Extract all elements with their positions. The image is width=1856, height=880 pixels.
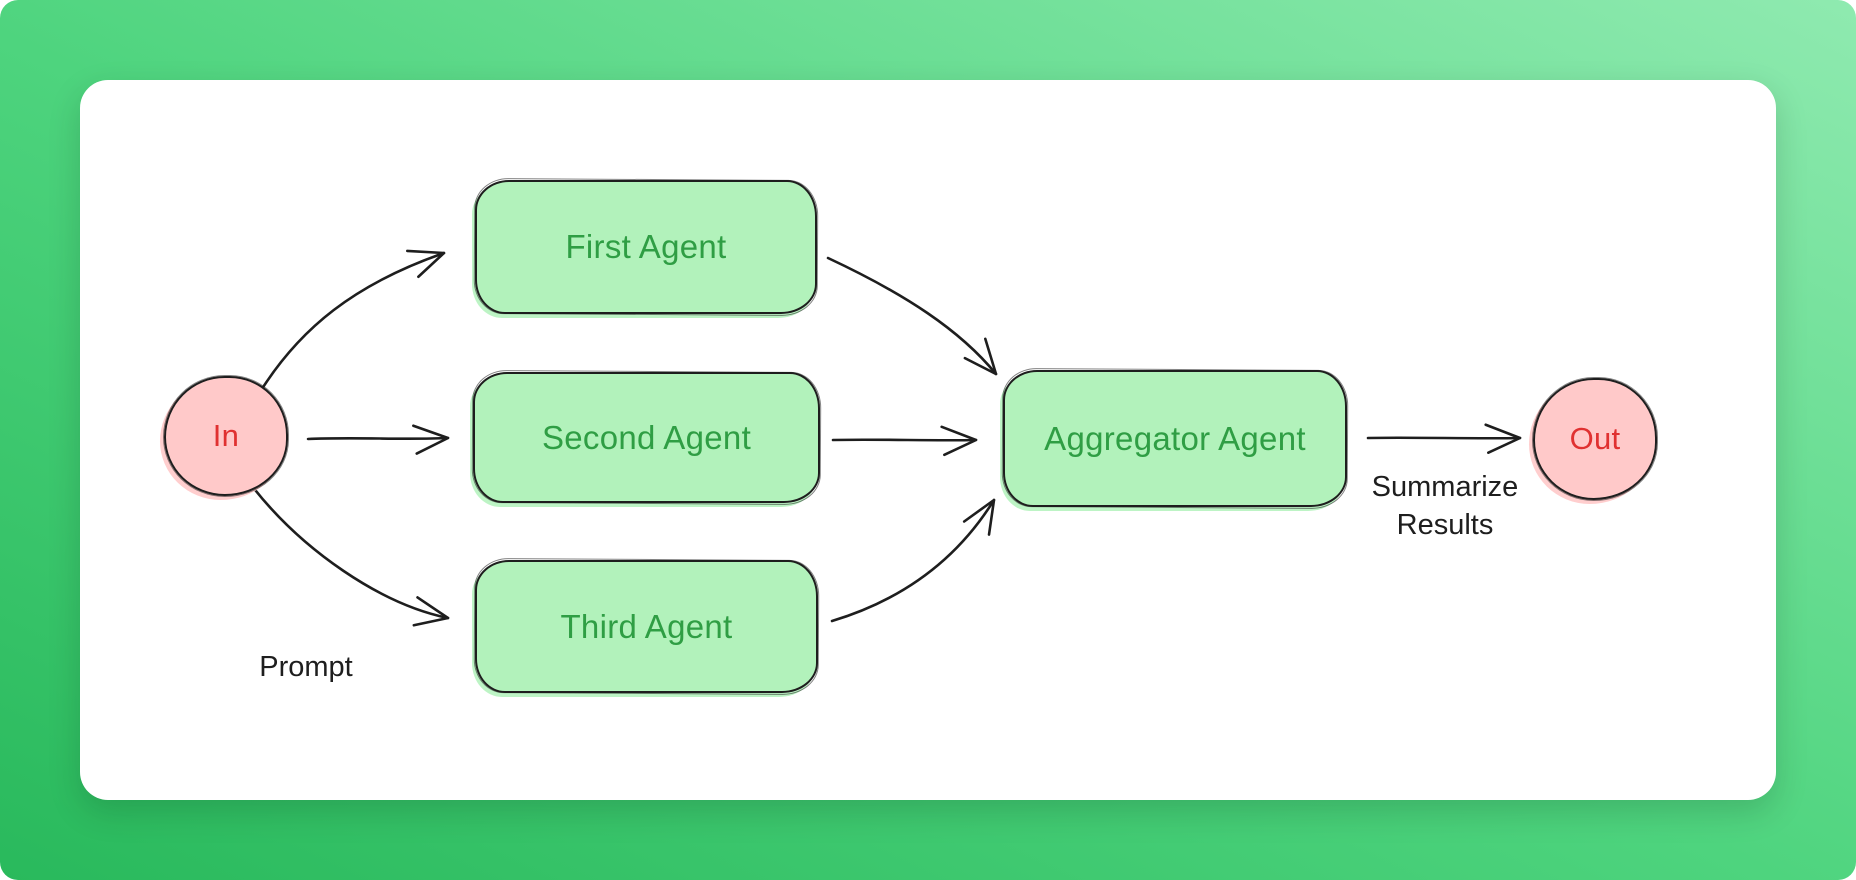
node-in: In [164, 376, 288, 496]
prompt-label-text: Prompt [259, 651, 353, 683]
summarize-label-line2: Results [1396, 509, 1494, 541]
node-in-label: In [212, 418, 240, 453]
node-second-agent: Second Agent [473, 372, 820, 503]
edge-label-summarize-results: Summarize Results [1355, 468, 1535, 544]
node-aggregator-agent-label: Aggregator Agent [1044, 419, 1306, 457]
node-third-agent-label: Third Agent [560, 607, 733, 645]
node-second-agent-label: Second Agent [541, 418, 752, 456]
node-out: Out [1533, 378, 1657, 500]
summarize-label-line1: Summarize [1371, 471, 1519, 503]
diagram-canvas [80, 80, 1776, 800]
edge-label-prompt: Prompt [226, 648, 386, 686]
node-out-label: Out [1569, 421, 1621, 456]
node-first-agent-label: First Agent [565, 228, 727, 265]
node-aggregator-agent: Aggregator Agent [1003, 370, 1347, 507]
node-first-agent: First Agent [475, 180, 817, 314]
node-third-agent: Third Agent [475, 560, 818, 693]
